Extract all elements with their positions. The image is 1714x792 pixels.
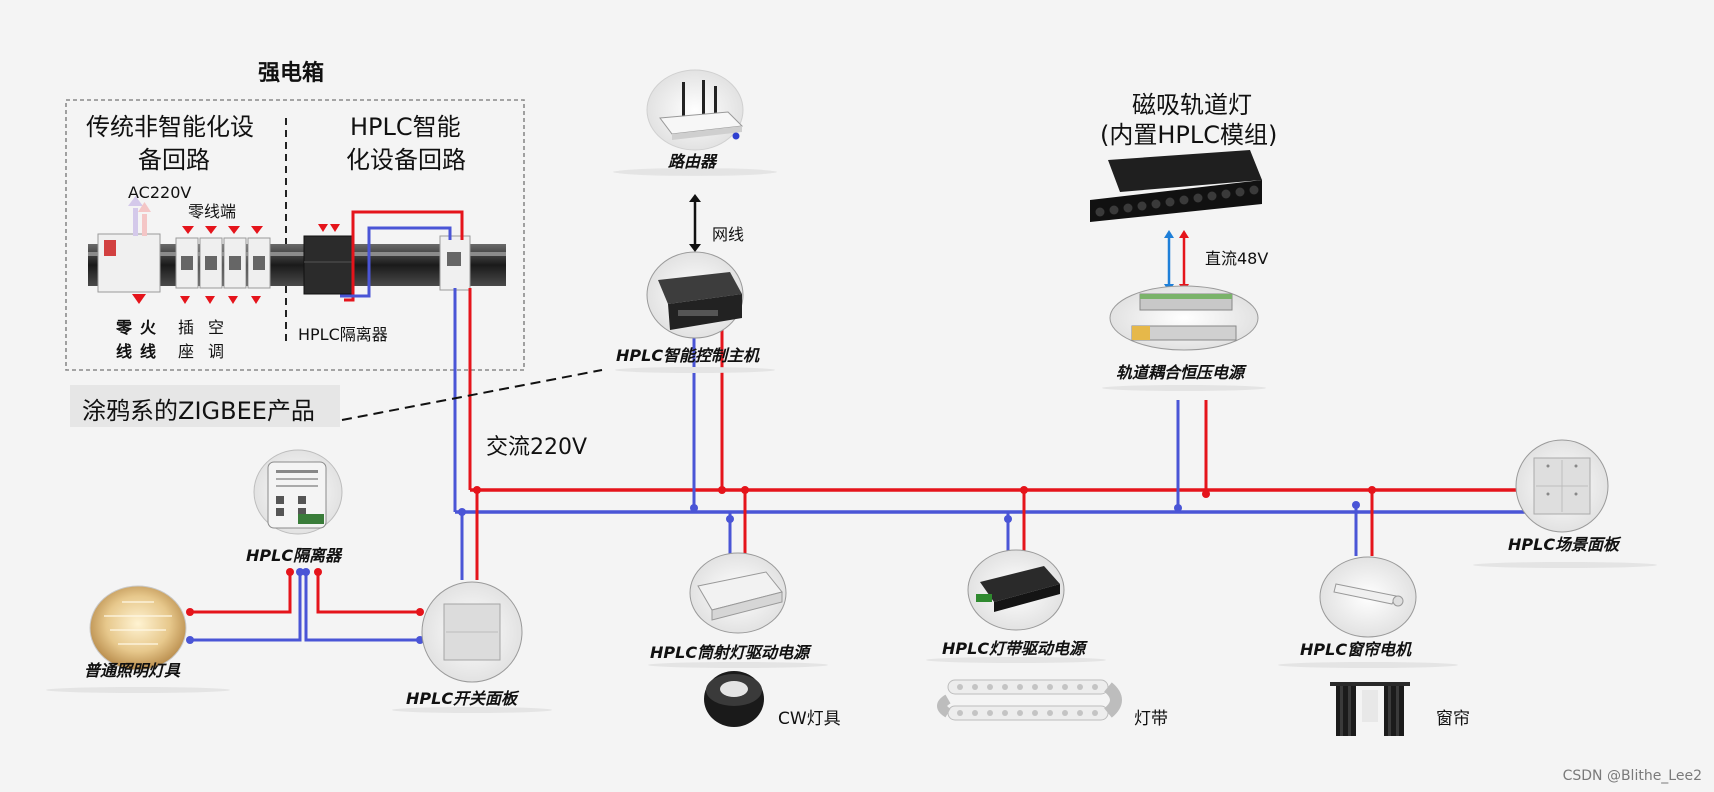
left-circuit-heading-2: 备回路: [138, 146, 210, 174]
strip-driver-label: HPLC灯带驱动电源: [942, 639, 1086, 658]
zigbee-label: 涂鸦系的ZIGBEE产品: [70, 385, 340, 427]
curtain-icon: [1330, 682, 1410, 736]
lamp-label: 普通照明灯具: [84, 661, 181, 680]
scene-panel-label: HPLC场景面板: [1508, 535, 1620, 554]
panel-isolator: [303, 224, 471, 295]
breaker-group-left: [97, 233, 271, 293]
track-light-icon: [1090, 150, 1262, 222]
col-live: 火线: [140, 318, 157, 361]
zigbee-link: [341, 369, 603, 421]
neutral-end-label: 零线端: [188, 202, 237, 221]
host-label: HPLC智能控制主机: [616, 346, 760, 365]
track-power-label: 轨道耦合恒压电源: [1116, 363, 1245, 382]
track-power-icon: [1109, 285, 1259, 351]
bus-junctions: [458, 486, 1376, 523]
network-cable-label: 网线: [712, 225, 745, 244]
shelf-shadows: [46, 169, 1657, 713]
curtain-label: 窗帘: [1436, 709, 1470, 729]
track-title-1: 磁吸轨道灯: [1132, 91, 1252, 119]
cw-light-icon: [704, 671, 764, 727]
downlight-driver-label: HPLC筒射灯驱动电源: [650, 643, 810, 662]
router-label: 路由器: [668, 152, 717, 171]
left-circuit-heading-1: 传统非智能化设: [86, 113, 254, 141]
dc-label: 直流48V: [1205, 249, 1269, 268]
isolator-device-icon: [253, 449, 343, 535]
watermark: CSDN @Blithe_Lee2: [1562, 768, 1702, 784]
track-title-2: (内置HPLC模组): [1100, 121, 1278, 149]
panel-arrows: [128, 196, 263, 304]
chandelier-icon: [89, 585, 187, 671]
col-ac: 空调: [208, 318, 225, 361]
strip-label: 灯带: [1134, 709, 1168, 729]
switch-label: HPLC开关面板: [406, 689, 518, 708]
cw-light-label: CW灯具: [778, 709, 841, 729]
curtain-motor-label: HPLC窗帘电机: [1300, 640, 1412, 659]
strip-driver-icon: [967, 549, 1065, 631]
led-strip-icon: [937, 679, 1122, 721]
ac-label: AC220V: [128, 183, 192, 202]
right-circuit-heading-1: HPLC智能: [350, 113, 461, 141]
scene-panel-icon: [1515, 439, 1609, 533]
panel-isolator-label: HPLC隔离器: [298, 325, 388, 344]
ac-bus-label: 交流220V: [486, 435, 588, 460]
curtain-motor-icon: [1319, 556, 1417, 638]
switch-panel-icon: [421, 581, 523, 683]
right-circuit-heading-2: 化设备回路: [346, 146, 466, 174]
panel-title: 强电箱: [258, 61, 325, 86]
isolator-label: HPLC隔离器: [246, 546, 342, 565]
col-neutral: 零线: [116, 318, 133, 361]
smart-host-icon: [646, 251, 744, 339]
col-socket: 插座: [178, 318, 195, 361]
downlight-driver-icon: [689, 552, 787, 634]
